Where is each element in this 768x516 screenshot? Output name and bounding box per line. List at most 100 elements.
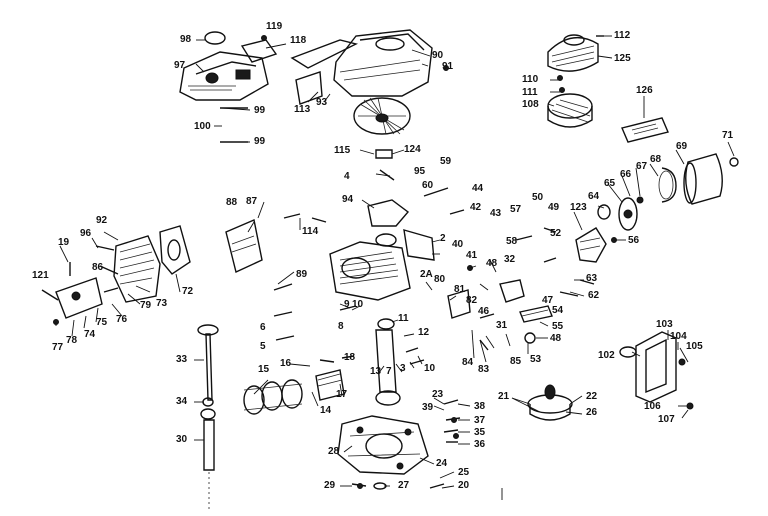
callout-80: 80 bbox=[434, 274, 446, 285]
callout-71: 71 bbox=[722, 130, 734, 141]
callout-29: 29 bbox=[324, 480, 336, 491]
callout-74: 74 bbox=[84, 329, 96, 340]
callout-35: 35 bbox=[474, 427, 486, 438]
callout-125: 125 bbox=[614, 53, 631, 64]
callout-99-lower: 99 bbox=[254, 136, 266, 147]
callout-47: 47 bbox=[542, 295, 554, 306]
valve-springs bbox=[243, 379, 303, 415]
callout-32: 32 bbox=[504, 254, 516, 265]
callout-88: 88 bbox=[226, 197, 238, 208]
callout-40: 40 bbox=[452, 239, 464, 250]
cylinder-block bbox=[329, 199, 435, 301]
callout-113: 113 bbox=[294, 104, 311, 115]
callout-72: 72 bbox=[182, 286, 194, 297]
callout-85: 85 bbox=[510, 356, 522, 367]
callout-121: 121 bbox=[32, 270, 49, 281]
callout-23: 23 bbox=[432, 389, 444, 400]
callout-75: 75 bbox=[96, 317, 108, 328]
callout-104: 104 bbox=[670, 331, 687, 342]
callout-93: 93 bbox=[316, 97, 328, 108]
callout-9: 9 bbox=[344, 299, 350, 310]
callout-82: 82 bbox=[466, 295, 478, 306]
callout-53: 53 bbox=[530, 354, 542, 365]
callout-11: 11 bbox=[398, 313, 409, 324]
callout-76: 76 bbox=[116, 314, 128, 325]
callout-25: 25 bbox=[458, 467, 470, 478]
blower-housing bbox=[290, 29, 433, 105]
callout-62: 62 bbox=[588, 290, 600, 301]
callout-99-upper: 99 bbox=[254, 105, 266, 116]
cylinder-head bbox=[55, 219, 263, 319]
callout-63: 63 bbox=[586, 273, 598, 284]
callout-57: 57 bbox=[510, 204, 522, 215]
flywheel-fan bbox=[353, 97, 411, 159]
callout-73: 73 bbox=[156, 298, 168, 309]
callout-46: 46 bbox=[478, 306, 490, 317]
callout-6: 6 bbox=[260, 322, 266, 333]
callout-26-right: 26 bbox=[586, 407, 598, 418]
callout-48-lower: 48 bbox=[550, 333, 562, 344]
callout-87: 87 bbox=[246, 196, 258, 207]
callout-44: 44 bbox=[472, 183, 484, 194]
callout-92: 92 bbox=[96, 215, 108, 226]
callout-30: 30 bbox=[176, 434, 188, 445]
callout-31: 31 bbox=[496, 320, 508, 331]
callout-3: 3 bbox=[400, 363, 406, 374]
callout-24: 24 bbox=[436, 458, 448, 469]
callout-66: 66 bbox=[620, 169, 632, 180]
callout-112: 112 bbox=[614, 30, 631, 41]
hardware-pieces bbox=[41, 35, 617, 500]
mounting-bracket bbox=[619, 331, 694, 410]
callout-50: 50 bbox=[532, 192, 544, 203]
leader-lines bbox=[55, 35, 735, 489]
callout-33: 33 bbox=[176, 354, 188, 365]
callout-107: 107 bbox=[658, 414, 675, 425]
callout-22: 22 bbox=[586, 391, 598, 402]
callout-17: 17 bbox=[336, 389, 348, 400]
callout-7: 7 bbox=[386, 366, 392, 377]
connecting-rod bbox=[375, 318, 401, 406]
callout-105: 105 bbox=[686, 341, 703, 352]
callout-12: 12 bbox=[418, 327, 430, 338]
rewind-starter bbox=[547, 34, 599, 128]
muffler-assembly bbox=[597, 153, 739, 231]
callout-52: 52 bbox=[550, 228, 562, 239]
callout-21: 21 bbox=[498, 391, 510, 402]
carburetor-part bbox=[575, 227, 607, 263]
callout-89: 89 bbox=[296, 269, 308, 280]
callout-58: 58 bbox=[506, 236, 518, 247]
callout-108: 108 bbox=[522, 99, 539, 110]
callout-123: 123 bbox=[570, 202, 587, 213]
callout-91: 91 bbox=[442, 61, 454, 72]
callout-118: 118 bbox=[290, 35, 307, 46]
callout-18: 18 bbox=[344, 352, 356, 363]
callout-14: 14 bbox=[320, 405, 332, 416]
callout-65: 65 bbox=[604, 178, 616, 189]
callout-94: 94 bbox=[342, 194, 354, 205]
callout-49: 49 bbox=[548, 202, 560, 213]
decal-plate bbox=[621, 117, 669, 143]
callout-102: 102 bbox=[598, 350, 615, 361]
callout-38: 38 bbox=[474, 401, 486, 412]
callout-13: 13 bbox=[370, 366, 382, 377]
callout-10-lower: 10 bbox=[424, 363, 436, 374]
callout-83: 83 bbox=[478, 364, 490, 375]
callout-100: 100 bbox=[194, 121, 211, 132]
callout-96: 96 bbox=[80, 228, 92, 239]
callout-79: 79 bbox=[140, 300, 152, 311]
callout-115: 115 bbox=[334, 145, 351, 156]
callout-81: 81 bbox=[454, 284, 466, 295]
callout-124: 124 bbox=[404, 144, 421, 155]
callout-41: 41 bbox=[466, 250, 478, 261]
callout-68: 68 bbox=[650, 154, 662, 165]
callout-119: 119 bbox=[266, 21, 283, 32]
callout-48-upper: 48 bbox=[486, 258, 498, 269]
callout-43: 43 bbox=[490, 208, 502, 219]
callout-111: 111 bbox=[522, 87, 538, 98]
callout-64: 64 bbox=[588, 191, 600, 202]
callout-37: 37 bbox=[474, 415, 486, 426]
callout-5: 5 bbox=[260, 341, 266, 352]
callout-15: 15 bbox=[258, 364, 270, 375]
callout-39: 39 bbox=[422, 402, 434, 413]
